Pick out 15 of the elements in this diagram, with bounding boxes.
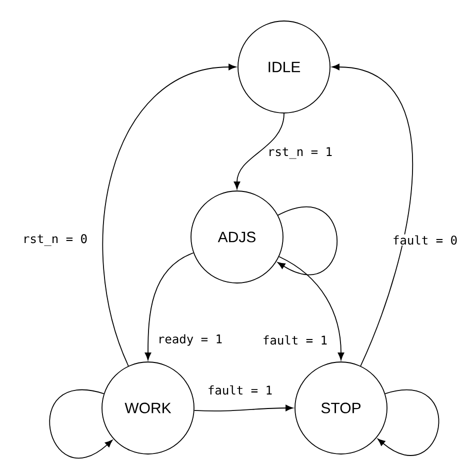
arrow bbox=[194, 404, 294, 412]
edge-label: rst_n = 1 bbox=[266, 146, 334, 160]
edge-label: rst_n = 0 bbox=[22, 233, 88, 247]
arrow bbox=[378, 389, 439, 456]
edge-label: fault = 0 bbox=[392, 234, 459, 246]
arrow bbox=[102, 64, 236, 366]
arrow bbox=[234, 113, 284, 190]
arrow bbox=[277, 206, 338, 275]
arrow bbox=[278, 256, 344, 360]
edge-label: ready = 1 bbox=[156, 333, 224, 347]
arrow bbox=[144, 252, 194, 360]
arrow bbox=[49, 389, 113, 459]
edge-label: fault = 1 bbox=[206, 384, 274, 396]
edge-label: fault = 1 bbox=[262, 334, 329, 346]
arrow bbox=[332, 64, 413, 366]
